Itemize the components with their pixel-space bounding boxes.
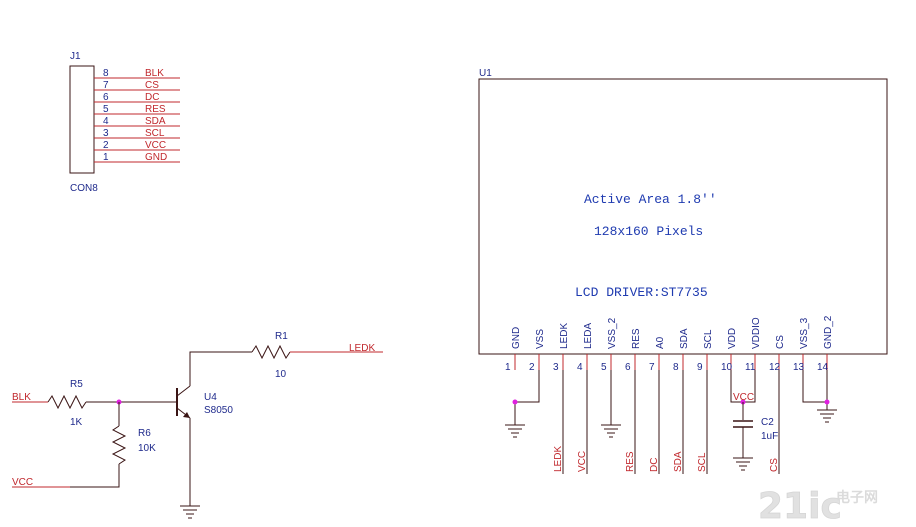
lcd-pin-number: 5 [601, 362, 607, 373]
j1-pin-net: GND [145, 152, 167, 163]
lcd-pin-name: GND [511, 327, 522, 349]
gnd-bridge-13-14 [802, 370, 828, 403]
lcd-module-u1: U1 Active Area 1.8'' 128x160 Pixels LCD … [478, 68, 888, 474]
ledk-net-label: LEDK [349, 343, 375, 354]
r1-value: 10 [275, 369, 287, 380]
lcd-net-label: VCC [577, 451, 588, 472]
j1-pin-number: 2 [103, 140, 109, 151]
j1-pin-number: 3 [103, 128, 109, 139]
lcd-pin-name: RES [631, 328, 642, 349]
r5-value: 1K [70, 417, 83, 428]
j1-pin-net: DC [145, 92, 159, 103]
r1-designator: R1 [275, 331, 288, 342]
ground-symbol [601, 424, 621, 438]
j1-pin-number: 1 [103, 152, 109, 163]
r1-left-wire [189, 351, 252, 373]
j1-pin-number: 5 [103, 104, 109, 115]
c2-value: 1uF [761, 431, 778, 442]
junction-dot [512, 399, 518, 405]
j1-pin-number: 4 [103, 116, 109, 127]
lcd-pin-number: 8 [673, 362, 679, 373]
j1-pin-number: 8 [103, 68, 109, 79]
lcd-pin-name: VDD [727, 328, 738, 349]
lcd-pin-name: LEDA [583, 323, 594, 349]
lcd-pin-number: 4 [577, 362, 583, 373]
r5-resistor [47, 394, 87, 410]
lcd-net-labels: LEDK VCC RES DC SDA SCL CS [553, 370, 780, 474]
u1-designator: U1 [479, 68, 492, 79]
lcd-pin-name: GND_2 [823, 315, 834, 349]
lcd-pin-number: 11 [745, 362, 756, 373]
lcd-net-label: LEDK [553, 446, 564, 472]
lcd-pin-number: 13 [793, 362, 805, 373]
lcd-pin-name: SDA [679, 328, 690, 349]
connector-j1: J1 CON8 8 BLK 7 CS 6 DC 5 RES 4 SDA 3 SCL 2 VCC 1 GND [69, 51, 180, 194]
backlight-circuit: R1 10 LEDK BLK R5 1K R6 10K VCC U4 S8050 [12, 331, 383, 519]
junction-dot [824, 399, 830, 405]
lcd-driver: LCD DRIVER:ST7735 [575, 285, 708, 300]
r6-resistor [111, 425, 127, 465]
vcc-net-label: VCC [12, 477, 33, 488]
lcd-net-label: RES [625, 451, 636, 472]
j1-pins: 8 BLK 7 CS 6 DC 5 RES 4 SDA 3 SCL 2 VCC 1 GND [94, 68, 180, 163]
lcd-pin-name: SCL [703, 329, 714, 349]
lcd-pin-name: VSS_3 [799, 317, 810, 349]
vcc-label: VCC [733, 392, 754, 403]
u1-body [478, 78, 888, 355]
ground-symbol [817, 409, 837, 423]
j1-pin-net: CS [145, 80, 159, 91]
lcd-pin-number: 10 [721, 362, 733, 373]
lcd-pin-number: 9 [697, 362, 703, 373]
u4-part: S8050 [204, 405, 233, 416]
ground-symbol [733, 457, 753, 471]
lcd-pin-name: LEDK [559, 323, 570, 349]
lcd-resolution: 128x160 Pixels [594, 224, 703, 239]
lcd-pin-number: 12 [769, 362, 781, 373]
j1-pin-number: 6 [103, 92, 109, 103]
gnd-bridge-1-2 [515, 370, 540, 403]
lcd-net-label: CS [769, 458, 780, 472]
lcd-net-label: DC [649, 458, 660, 472]
lcd-pin-name: A0 [655, 336, 666, 349]
lcd-active-area: Active Area 1.8'' [584, 192, 717, 207]
j1-pin-net: VCC [145, 140, 166, 151]
watermark: 21ic 电子网 [758, 486, 878, 527]
lcd-pin-number: 6 [625, 362, 631, 373]
lcd-pin-number: 7 [649, 362, 655, 373]
r5-designator: R5 [70, 379, 83, 390]
lcd-pin-number: 14 [817, 362, 829, 373]
r1-resistor [251, 344, 291, 360]
j1-pin-net: BLK [145, 68, 164, 79]
lcd-pin-number: 3 [553, 362, 559, 373]
j1-pin-net: RES [145, 104, 166, 115]
lcd-pin-number: 2 [529, 362, 535, 373]
lcd-pin-name: VSS [535, 329, 546, 349]
ground-symbol [505, 424, 525, 438]
r6-designator: R6 [138, 428, 151, 439]
j1-body [69, 65, 95, 174]
lcd-pin-number: 1 [505, 362, 511, 373]
blk-net-label: BLK [12, 392, 31, 403]
ground-symbol [180, 505, 200, 519]
watermark-sub: 电子网 [836, 489, 878, 506]
watermark-logo: 21ic [758, 486, 842, 527]
lcd-pins: GND 1 VSS 2 LEDK 3 LEDA 4 VSS_2 5 RES 6 A0 7 SDA 8 SCL 9 V… [505, 315, 834, 373]
lcd-net-label: SCL [697, 452, 708, 472]
j1-designator: J1 [70, 51, 81, 62]
j1-pin-net: SCL [145, 128, 165, 139]
lcd-pin-name: VSS_2 [607, 317, 618, 349]
r6-value: 10K [138, 443, 156, 454]
u4-designator: U4 [204, 392, 217, 403]
j1-pin-number: 7 [103, 80, 109, 91]
transistor-u4 [176, 373, 191, 506]
j1-pin-net: SDA [145, 116, 166, 127]
lcd-net-label: SDA [673, 451, 684, 472]
lcd-pin-name: VDDIO [751, 317, 762, 349]
j1-part: CON8 [70, 183, 98, 194]
lcd-pin-name: CS [775, 335, 786, 349]
c2-designator: C2 [761, 417, 774, 428]
